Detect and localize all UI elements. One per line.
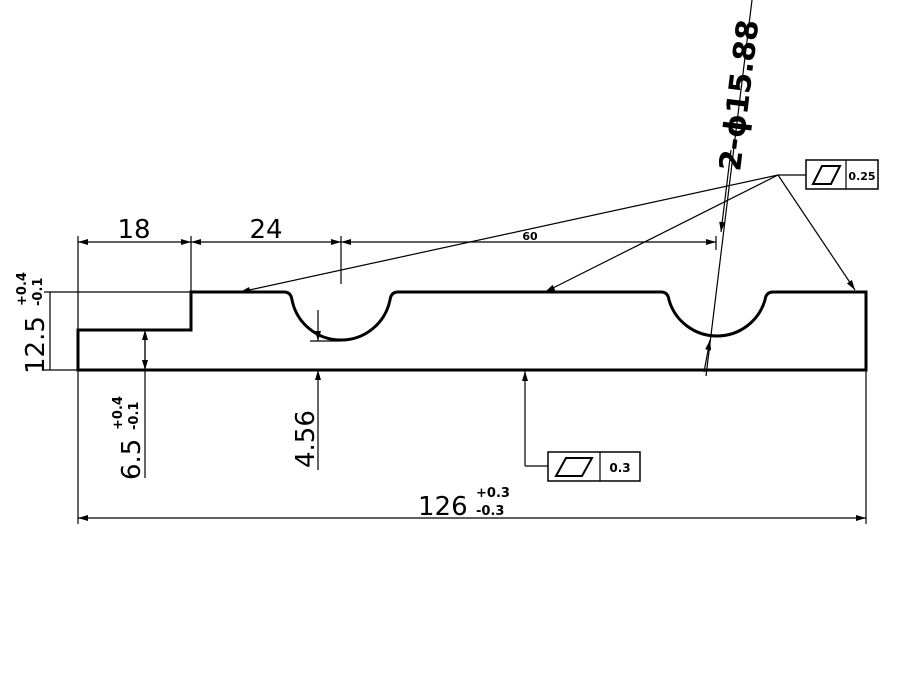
dim-18: 18 — [117, 215, 150, 245]
dim-hole-diameter: 2-ϕ15.88 — [713, 18, 766, 173]
length-lower: -0.3 — [476, 504, 504, 519]
dim-24: 24 — [249, 215, 282, 245]
groove-depth-value: 4.56 — [291, 410, 321, 468]
height-step-lower: -0.1 — [127, 402, 142, 430]
height-total-lower: -0.1 — [31, 278, 46, 306]
dim-60: 60 — [522, 230, 538, 243]
height-step-nominal: 6.5 — [117, 439, 147, 480]
length-nominal: 126 — [418, 492, 468, 522]
dim-groove-depth: 4.56 — [291, 310, 340, 470]
flatness-icon — [554, 457, 594, 477]
dim-height-total: 12.5 +0.4 -0.1 — [15, 272, 191, 374]
flatness-frame-top: 0.25 — [239, 159, 879, 293]
flatness-frame-bottom: 0.3 — [522, 371, 641, 482]
height-total-upper: +0.4 — [15, 272, 30, 306]
length-upper: +0.3 — [476, 486, 510, 501]
flatness-icon — [811, 165, 842, 185]
dim-length: 126 +0.3 -0.3 — [78, 370, 867, 524]
part-outline — [76, 290, 868, 372]
hole-diameter-callout: 2-ϕ15.88 — [703, 0, 766, 377]
flatness-value-top: 0.25 — [848, 170, 875, 183]
height-total-nominal: 12.5 — [21, 316, 51, 374]
height-step-upper: +0.4 — [111, 396, 126, 430]
dimension-chain-top: 18 24 60 — [77, 215, 717, 524]
flatness-value-bottom: 0.3 — [609, 461, 630, 475]
dim-height-step: 6.5 +0.4 -0.1 — [111, 330, 148, 480]
